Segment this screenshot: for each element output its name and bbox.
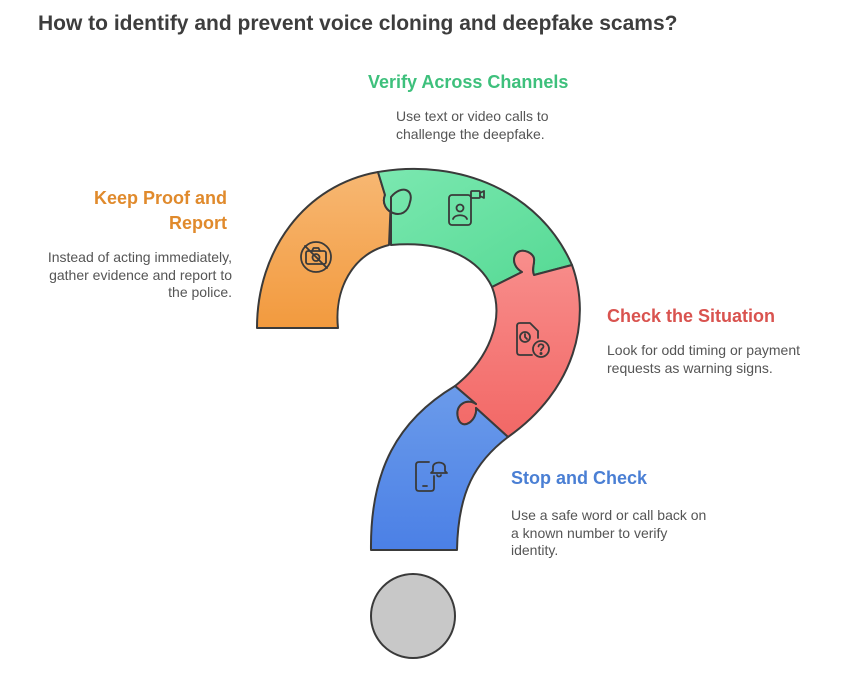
step-proof-description: Instead of acting immediately, gather ev…: [47, 249, 232, 300]
question-mark-dot: [370, 573, 456, 659]
phone-alert-icon: [415, 461, 448, 492]
page-title: How to identify and prevent voice clonin…: [38, 12, 678, 35]
step-stop-description: Use a safe word or call back on a known …: [511, 507, 707, 558]
document-clock-question-icon: [516, 322, 550, 358]
step-verify-description: Use text or video calls to challenge the…: [396, 108, 549, 142]
step-proof-heading: Keep Proof and Report: [93, 188, 227, 233]
puzzle-piece-stop-check: [369, 385, 509, 551]
video-call-phone-icon: [448, 190, 485, 226]
no-camera-icon: [300, 241, 332, 273]
step-stop-heading: Stop and Check: [511, 468, 648, 488]
step-situation-description: Look for odd timing or payment requests …: [607, 342, 800, 376]
puzzle-piece-verify: [377, 167, 573, 288]
step-verify-heading: Verify Across Channels: [368, 72, 569, 92]
step-situation-heading: Check the Situation: [607, 306, 776, 326]
